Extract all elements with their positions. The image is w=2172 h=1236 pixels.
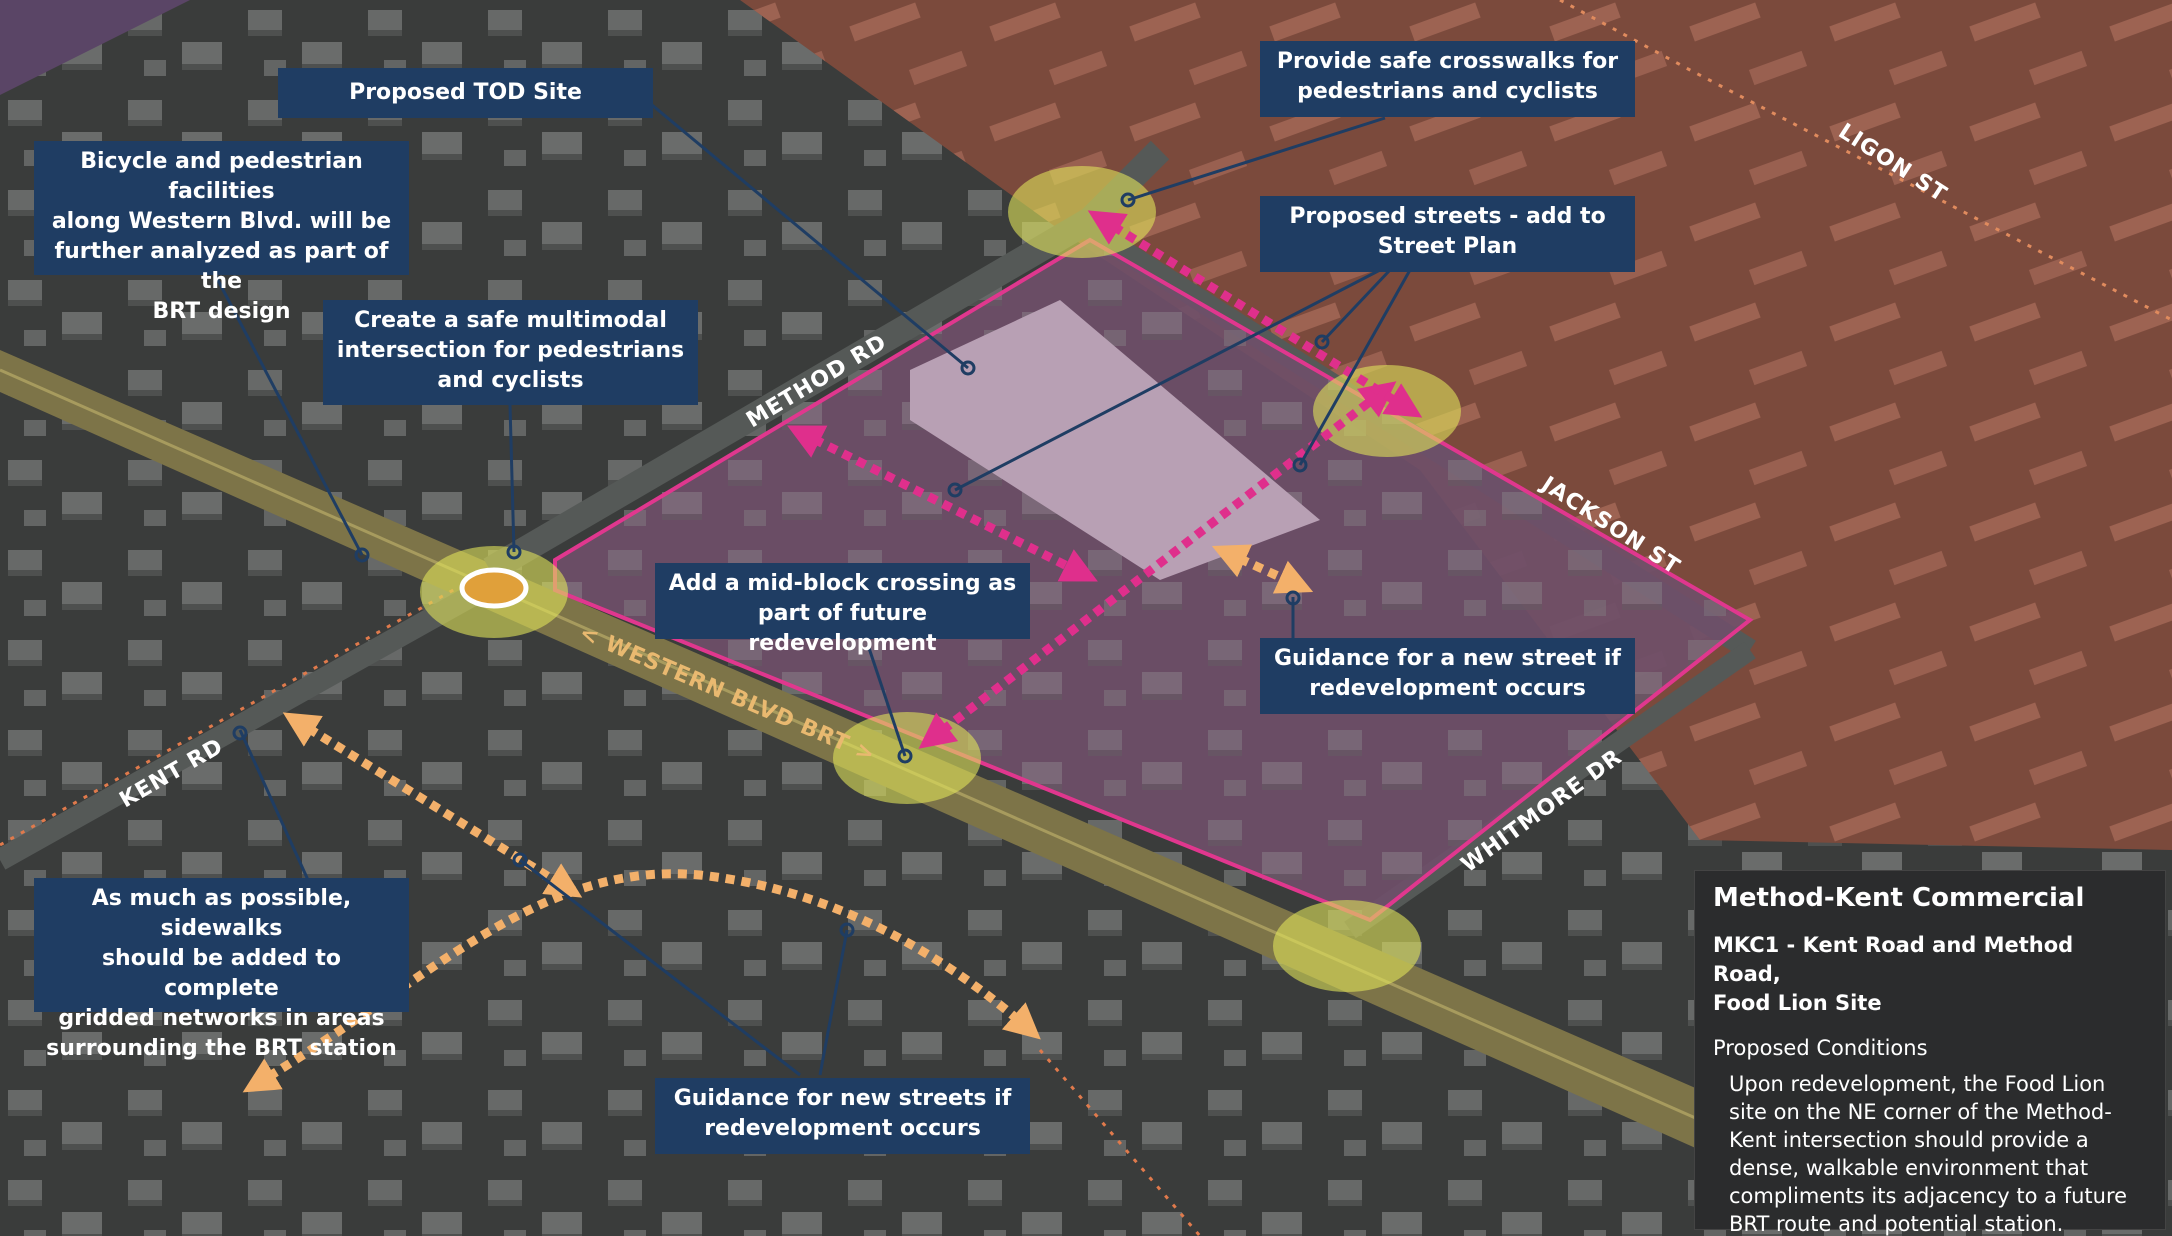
brt-station-marker[interactable] (459, 567, 529, 609)
leader-dots (232, 192, 1330, 938)
guidance-arrow-kent (282, 712, 583, 898)
kent-rd-line (0, 570, 506, 870)
leader-lines (208, 93, 1412, 1077)
kent-rd-dotted (0, 573, 481, 847)
zone-purple-corner (0, 0, 190, 95)
panel-conditions-label: Proposed Conditions (1713, 1036, 1928, 1060)
proposed-street-arrow-1 (787, 425, 1098, 582)
callout-midblock: Add a mid-block crossing as part of futu… (655, 563, 1030, 656)
callout-proposed-streets: Proposed streets - add to Street Plan (1260, 196, 1635, 272)
guidance-street-arrow (1211, 544, 1314, 594)
proposed-street-arrow-3 (1087, 210, 1423, 418)
jackson-street-crossing[interactable] (1313, 365, 1461, 457)
panel-title: Method-Kent Commercial (1713, 883, 2085, 913)
method-jackson-crossing[interactable] (1008, 166, 1156, 258)
info-panel: Method-Kent Commercial MKC1 - Kent Road … (1694, 870, 2166, 1236)
callout-sidewalks: As much as possible, sidewalks should be… (34, 878, 409, 1061)
panel-description: Upon redevelopment, the Food Lion site o… (1729, 1072, 2128, 1236)
callout-guidance-streets: Guidance for new streets if redevelopmen… (655, 1078, 1030, 1154)
whitmore-intersection[interactable] (1273, 900, 1421, 992)
callout-guidance-street: Guidance for a new street if redevelopme… (1260, 638, 1635, 714)
south-dotted (1038, 1049, 1202, 1236)
callout-multimodal: Create a safe multimodal intersection fo… (323, 300, 698, 405)
panel-subtitle: MKC1 - Kent Road and Method Road, Food L… (1713, 933, 2074, 1015)
callout-crosswalks: Provide safe crosswalks for pedestrians … (1260, 41, 1635, 117)
zone-boundary-dotted (1559, 0, 2172, 322)
callout-bike-ped: Bicycle and pedestrian facilities along … (34, 141, 409, 324)
guidance-arrow-south (242, 869, 1041, 1093)
callout-tod-site: Proposed TOD Site (278, 68, 653, 118)
